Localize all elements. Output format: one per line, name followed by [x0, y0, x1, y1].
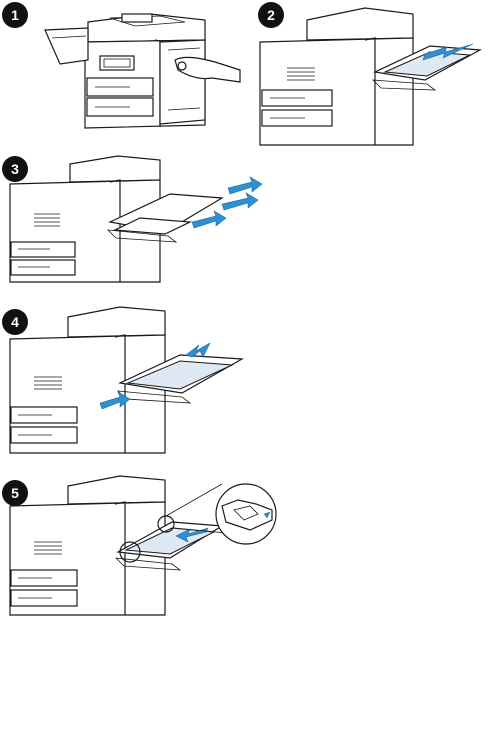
- step-4-panel: 4: [0, 305, 290, 455]
- step-1-panel: 1: [0, 0, 245, 145]
- tray-extension-pull-illustration: [0, 152, 290, 287]
- step-2-panel: 2: [245, 0, 490, 145]
- step-5-panel: 5: [0, 470, 290, 615]
- step-3-panel: 3: [0, 152, 290, 287]
- adjust-paper-guides-illustration: [0, 470, 290, 615]
- printer-open-door-illustration: [0, 0, 245, 145]
- printer-open-tray-illustration: [245, 0, 490, 145]
- load-paper-illustration: [0, 305, 290, 455]
